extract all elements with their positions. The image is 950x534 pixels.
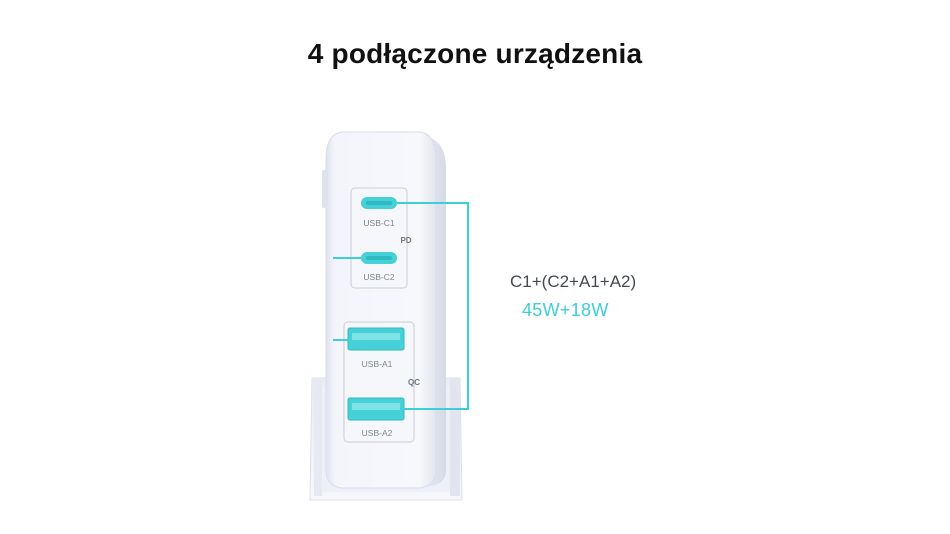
usb-a2-port <box>347 397 405 421</box>
pd-label: PD <box>400 236 411 245</box>
connection-lines <box>333 202 469 410</box>
usb-c1-port <box>361 197 397 209</box>
usb-c2-port <box>361 252 397 264</box>
usb-c1-label: USB-C1 <box>363 218 394 228</box>
power-output-text: 45W+18W <box>522 300 609 320</box>
usb-a1-label: USB-A1 <box>362 359 393 369</box>
usb-a2-label: USB-A2 <box>362 428 393 438</box>
usb-c2-label: USB-C2 <box>363 272 394 282</box>
qc-label: QC <box>408 378 420 387</box>
port-combination-text: C1+(C2+A1+A2) <box>510 272 637 291</box>
page-title: 4 podłączone urządzenia <box>307 38 643 69</box>
usb-a1-port <box>347 327 405 351</box>
